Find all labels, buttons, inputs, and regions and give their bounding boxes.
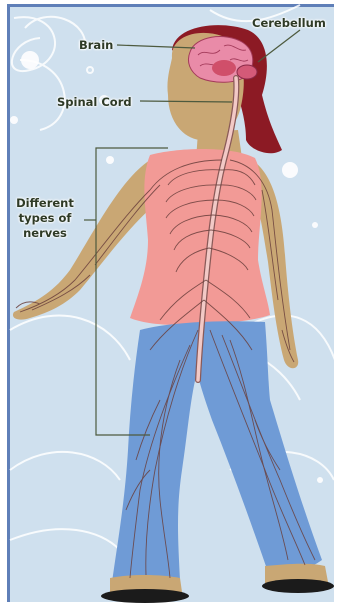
brain-label: Brain [79, 38, 113, 52]
left-shoe [101, 589, 189, 603]
cerebellum-label: Cerebellum [252, 16, 326, 30]
right-shoe [262, 579, 334, 593]
shirt [130, 149, 270, 325]
top-frame-bar [7, 4, 334, 7]
nerves-label-line-1: Different [10, 196, 80, 211]
nerves-label: Different types of nerves [10, 196, 80, 241]
spinal-cord-label: Spinal Cord [57, 95, 132, 109]
brain-stem-area [212, 60, 236, 76]
nerves-label-line-3: nerves [10, 226, 80, 241]
nerves-label-line-2: types of [10, 211, 80, 226]
cerebellum [237, 65, 257, 79]
left-frame-bar [7, 4, 10, 602]
